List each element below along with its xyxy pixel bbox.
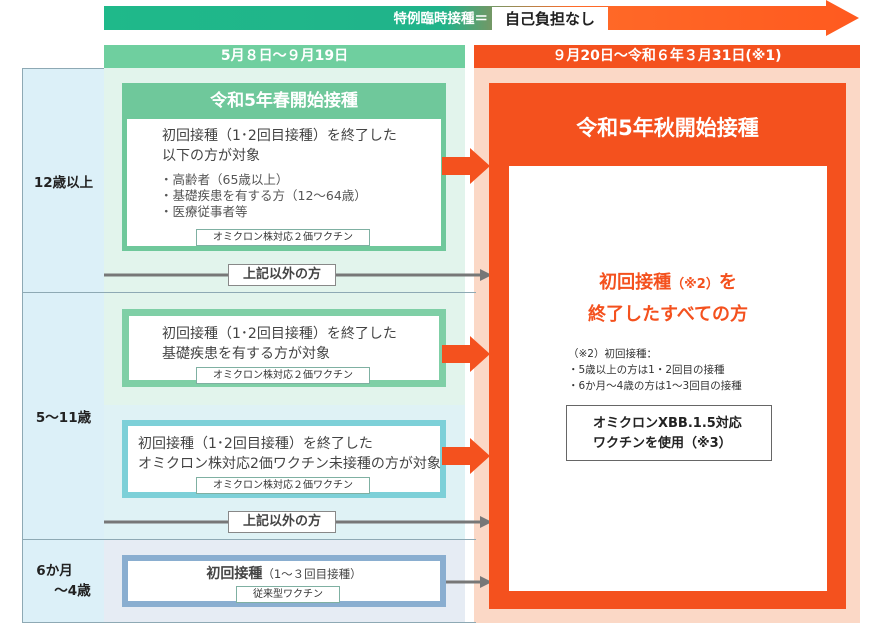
bivalent-vaccine-tag-1: オミクロン株対応２価ワクチン — [196, 229, 370, 246]
row-divider-1 — [22, 292, 476, 293]
free-of-charge-banner-arrow — [104, 0, 859, 36]
child-unvaccinated-text: 初回接種（1･2回目接種）を終了した オミクロン株対応2価ワクチン未接種の方が対… — [138, 434, 443, 474]
child-unvaccinated-line-2: オミクロン株対応2価ワクチン未接種の方が対象 — [138, 456, 441, 472]
orange-arrow-child-2 — [442, 438, 490, 474]
bivalent-vaccine-tag-3: オミクロン株対応２価ワクチン — [196, 477, 370, 494]
spring-item-elderly: ・高齢者（65歳以上） — [160, 172, 289, 187]
note-5-plus: ・5歳以上の方は1・2回目の接種 — [568, 364, 725, 376]
autumn-target-line-1: 初回接種（※2）を — [509, 268, 827, 300]
spring-target-text: 初回接種（1･2回目接種）を終了した 以下の方が対象 — [162, 126, 432, 166]
age-group-5-11: 5～11歳 — [22, 292, 104, 539]
infant-primary-title: 初回接種 — [206, 566, 263, 582]
infant-primary-text: 初回接種（1～３回目接種） — [128, 564, 440, 584]
child-underlying-text: 初回接種（1･2回目接種）を終了した 基礎疾患を有する方が対象 — [162, 324, 442, 364]
child-unvaccinated-line-1: 初回接種（1･2回目接種）を終了した — [138, 436, 373, 452]
autumn-target-primary: 初回接種 — [599, 272, 672, 293]
bivalent-vaccine-tag-2: オミクロン株対応２価ワクチン — [196, 367, 370, 384]
no-cost-badge: 自己負担なし — [492, 7, 608, 31]
conventional-vaccine-tag: 従来型ワクチン — [236, 586, 340, 603]
xbb-vaccine-box: オミクロンXBB.1.5対応 ワクチンを使用（※3） — [566, 405, 772, 461]
row-divider-bottom — [22, 622, 476, 623]
child-underlying-line-1: 初回接種（1･2回目接種）を終了した — [162, 326, 397, 342]
age-group-6m-4: 6か月 ～4歳 — [22, 539, 104, 623]
autumn-target-particle: を — [718, 272, 737, 293]
autumn-target-note-ref: （※2） — [671, 277, 719, 292]
infant-primary-subtitle: （1～３回目接種） — [262, 567, 362, 581]
spring-target-list: ・高齢者（65歳以上） ・基礎疾患を有する方（12～64歳） ・医療従事者等 — [160, 172, 430, 220]
spring-start-title: 令和5年春開始接種 — [122, 83, 446, 119]
autumn-target-text: 初回接種（※2）を 終了したすべての方 — [509, 268, 827, 330]
age-group-6m-label: 6か月 — [36, 563, 73, 579]
age-group-4y-label: ～4歳 — [54, 583, 91, 599]
others-label-adult: 上記以外の方 — [228, 264, 336, 286]
age-group-12-plus: 12歳以上 — [22, 68, 104, 292]
primary-vaccination-note: （※2）初回接種： ・5歳以上の方は1・2回目の接種 ・6か月～4歳の方は1～3… — [568, 346, 818, 394]
row-divider-2 — [22, 539, 476, 540]
xbb-vaccine-line-1: オミクロンXBB.1.5対応 — [593, 416, 742, 431]
autumn-target-line-2: 終了したすべての方 — [587, 304, 749, 325]
note-title: （※2）初回接種： — [568, 348, 657, 360]
spring-target-line-2: 以下の方が対象 — [162, 148, 260, 164]
autumn-start-inner — [509, 166, 827, 591]
spring-item-medical: ・医療従事者等 — [160, 204, 248, 219]
note-6m-4: ・6か月～4歳の方は1～3回目の接種 — [568, 380, 742, 392]
spring-item-underlying: ・基礎疾患を有する方（12～64歳） — [160, 188, 367, 203]
others-label-child: 上記以外の方 — [228, 511, 336, 533]
orange-arrow-child-1 — [442, 336, 490, 372]
autumn-period-header: ９月20日～令和６年３月31日(※1) — [474, 45, 860, 68]
special-vaccination-label: 特例臨時接種＝ — [393, 11, 489, 27]
xbb-vaccine-line-2: ワクチンを使用（※3） — [593, 436, 732, 451]
gray-arrow-infant — [446, 576, 492, 588]
orange-arrow-adult — [442, 148, 490, 184]
spring-period-header: 5月８日～９月19日 — [104, 45, 465, 68]
spring-target-line-1: 初回接種（1･2回目接種）を終了した — [162, 128, 397, 144]
autumn-start-title: 令和5年秋開始接種 — [576, 116, 759, 140]
child-underlying-line-2: 基礎疾患を有する方が対象 — [162, 346, 330, 362]
